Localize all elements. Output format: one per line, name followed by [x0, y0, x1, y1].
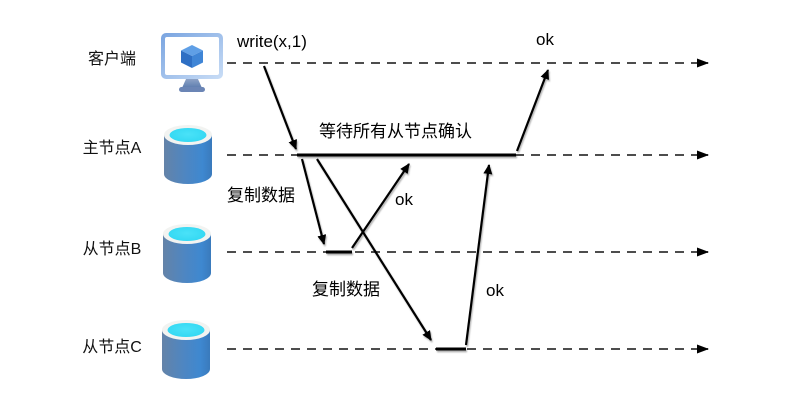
- row-label-slave-b: 从节点B: [82, 241, 142, 258]
- client-ack-label: ok: [536, 30, 554, 49]
- ack-b-label: ok: [395, 190, 413, 209]
- row-label-slave-c: 从节点C: [82, 339, 142, 356]
- wait-note-label: 等待所有从节点确认: [319, 122, 472, 141]
- row-label-client: 客户端: [87, 51, 136, 68]
- replicate-c-label: 复制数据: [312, 280, 380, 299]
- replicate-b-label: 复制数据: [227, 186, 295, 205]
- arrow-replicate-a-to-b: [300, 158, 327, 245]
- row-label-master-a: 主节点A: [82, 140, 142, 157]
- database-icon: [160, 222, 214, 291]
- database-icon: [161, 123, 215, 192]
- monitor-icon: [160, 32, 224, 99]
- ack-c-label: ok: [486, 281, 504, 300]
- arrow-replicate-a-to-c: [316, 158, 432, 341]
- database-icon: [159, 318, 213, 387]
- arrow-ack-b-to-a: [351, 163, 410, 249]
- write-request-label: write(x,1): [237, 32, 307, 51]
- arrow-ack-c-to-a: [464, 164, 493, 346]
- arrow-ok-a-to-client: [515, 69, 550, 152]
- cube-glyph: [181, 45, 203, 68]
- arrow-write-client-to-a: [262, 65, 298, 150]
